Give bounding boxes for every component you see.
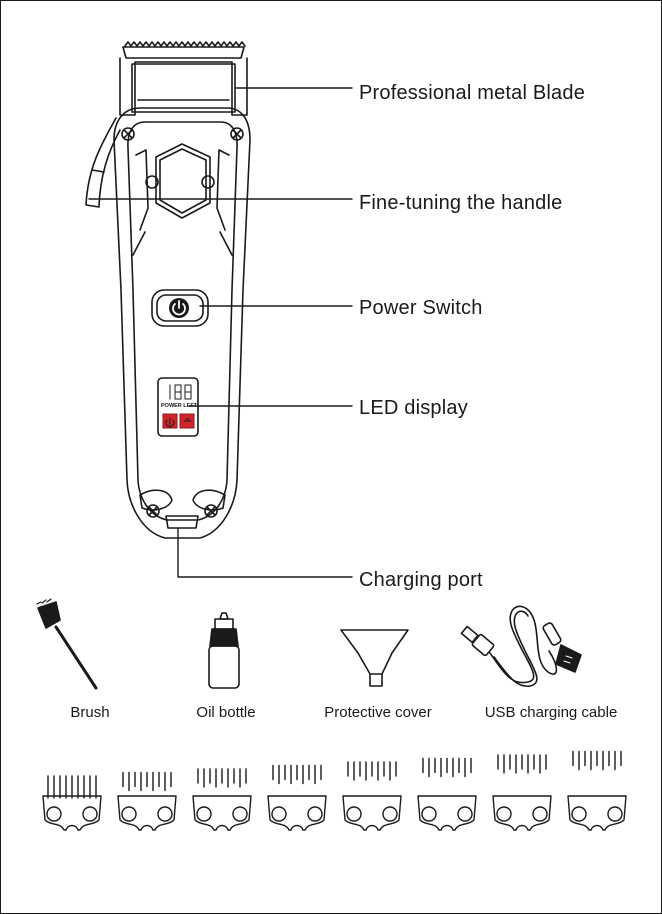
guide-comb (43, 776, 101, 830)
callout-blade-label: Professional metal Blade (359, 83, 585, 103)
guide-comb (418, 759, 476, 831)
charging-base (140, 490, 225, 528)
brush-illustration (37, 599, 96, 688)
callout-power-label: Power Switch (359, 298, 483, 318)
usb-cable-label: USB charging cable (485, 705, 618, 720)
guide-comb (343, 762, 401, 830)
brush-label: Brush (70, 705, 109, 720)
callout-handle-label: Fine-tuning the handle (359, 193, 562, 213)
led-caption: POWER LEFT (161, 404, 197, 410)
callout-led-label: LED display (359, 398, 468, 418)
usb-cable-illustration (461, 606, 581, 686)
power-switch (152, 290, 208, 326)
protective-cover-label: Protective cover (324, 705, 432, 720)
blade (120, 42, 247, 115)
oil-bottle-illustration (209, 613, 239, 688)
guide-comb (568, 752, 626, 831)
protective-cover-illustration (341, 630, 408, 686)
oil-bottle-label: Oil bottle (196, 705, 255, 720)
guide-comb (268, 766, 326, 831)
guide-combs (43, 752, 626, 831)
guide-comb (493, 755, 551, 830)
led-digits: 188 (166, 383, 194, 397)
clipper-body (114, 108, 250, 538)
fine-tuning-handle (136, 144, 229, 230)
guide-comb (193, 769, 251, 830)
callout-charging-label: Charging port (359, 570, 483, 590)
guide-comb (118, 773, 176, 831)
